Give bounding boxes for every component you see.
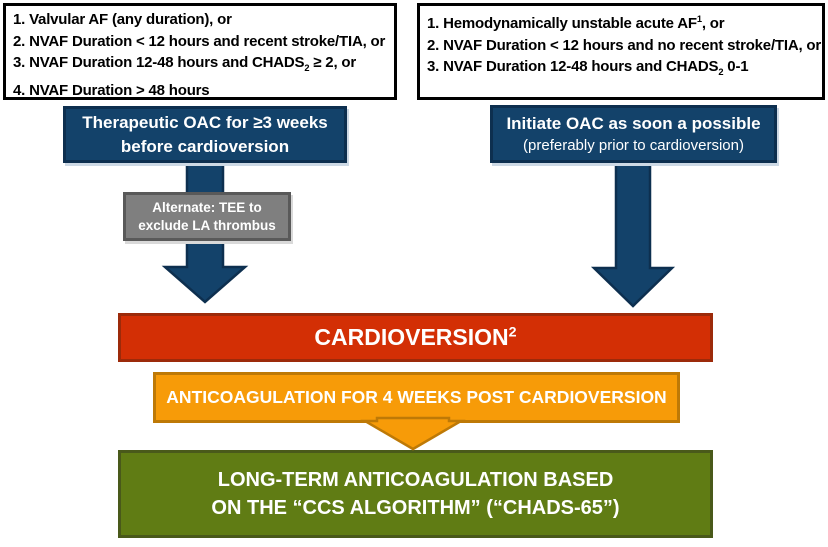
criteria-box-right: 1. Hemodynamically unstable acute AF1, o… bbox=[417, 3, 825, 100]
criteria-line: 1. Hemodynamically unstable acute AF1, o… bbox=[427, 14, 725, 32]
criteria-line: 3. NVAF Duration 12-48 hours and CHADS2 … bbox=[13, 54, 356, 73]
tee-alternate-line1: Alternate: TEE to bbox=[152, 199, 262, 215]
criteria-line: 4. NVAF Duration > 48 hours bbox=[13, 81, 210, 99]
initiate-oac-box: Initiate OAC as soon a possible (prefera… bbox=[490, 105, 777, 163]
tee-alternate-box: Alternate: TEE to exclude LA thrombus bbox=[123, 192, 291, 241]
therapeutic-oac-line1: Therapeutic OAC for ≥3 weeks bbox=[82, 112, 328, 132]
post-anticoagulation-box: ANTICOAGULATION FOR 4 WEEKS POST CARDIOV… bbox=[153, 372, 680, 423]
criteria-line: 2. NVAF Duration < 12 hours and no recen… bbox=[427, 36, 822, 54]
long-term-line1: LONG-TERM ANTICOAGULATION BASED bbox=[217, 469, 614, 491]
criteria-line: 1. Valvular AF (any duration), or bbox=[13, 11, 232, 28]
criteria-box-left: 1. Valvular AF (any duration), or 2. NVA… bbox=[3, 3, 397, 100]
therapeutic-oac-box: Therapeutic OAC for ≥3 weeks before card… bbox=[63, 106, 347, 163]
initiate-oac-line2: (preferably prior to cardioversion) bbox=[523, 137, 744, 154]
criteria-line: 3. NVAF Duration 12-48 hours and CHADS2 … bbox=[427, 58, 749, 77]
therapeutic-oac-line2: before cardioversion bbox=[120, 136, 290, 156]
cardioversion-title: CARDIOVERSION2 bbox=[314, 324, 517, 350]
post-anticoagulation-label: ANTICOAGULATION FOR 4 WEEKS POST CARDIOV… bbox=[166, 387, 667, 407]
long-term-anticoagulation-box: LONG-TERM ANTICOAGULATION BASED ON THE “… bbox=[118, 450, 713, 538]
criteria-line: 2. NVAF Duration < 12 hours and recent s… bbox=[13, 32, 386, 50]
down-arrow-right-icon bbox=[590, 156, 676, 308]
long-term-line2: ON THE “CCS ALGORITHM” (“CHADS-65”) bbox=[211, 497, 620, 519]
tee-alternate-line2: exclude LA thrombus bbox=[138, 217, 276, 233]
cardioversion-box: CARDIOVERSION2 bbox=[118, 313, 713, 362]
initiate-oac-line1: Initiate OAC as soon a possible bbox=[506, 114, 761, 133]
